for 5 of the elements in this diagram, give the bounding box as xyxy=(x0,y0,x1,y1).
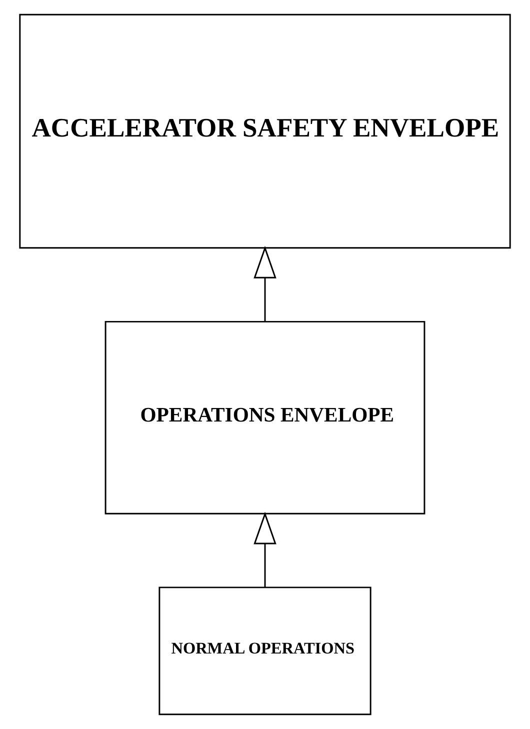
arrow xyxy=(254,246,276,322)
node-box: NORMAL OPERATIONS xyxy=(158,586,372,716)
node-box: OPERATIONS ENVELOPE xyxy=(104,320,426,514)
node-box: ACCELERATOR SAFETY ENVELOPE xyxy=(19,14,511,249)
arrow xyxy=(254,512,276,588)
